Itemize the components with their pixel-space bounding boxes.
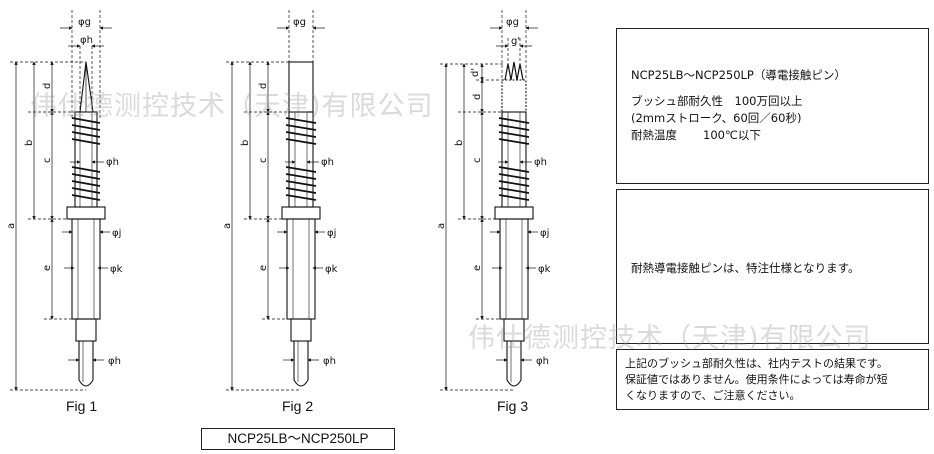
fig3-dim-d-prime: d' <box>470 68 481 77</box>
fig3-dim-a: a <box>436 223 447 229</box>
figure-2-label: Fig 2 <box>282 398 313 414</box>
figure-1-label: Fig 1 <box>66 398 97 414</box>
fig1-dim-c: c <box>42 158 53 164</box>
fig2-dim-d: d <box>258 83 269 89</box>
fig3-phi-g-label: φg <box>506 17 519 28</box>
fig3-phi-k-label: φk <box>538 264 551 275</box>
fig1-phi-k-label: φk <box>110 264 123 275</box>
note-line-3: くなりますので、ご注意ください。 <box>625 389 801 402</box>
fig3-dim-c: c <box>472 158 483 164</box>
fig3-dim-e: e <box>472 265 483 271</box>
fig3-dim-b: b <box>454 140 465 146</box>
fig3-phi-j-label: φj <box>540 228 549 239</box>
fig1-dim-d: d <box>42 83 53 89</box>
fig2-dim-a: a <box>222 223 233 229</box>
fig2-phi-k-label: φk <box>325 264 338 275</box>
spec-box: NCP25LB～NCP250LP（導電接触ピン） ブッシュ部耐久性 100万回以… <box>616 28 929 184</box>
fig2-phi-h-bottom-label: φh <box>323 356 336 367</box>
note-line-1: 上記のブッシュ部耐久性は、社内テストの結果です。 <box>625 357 888 370</box>
fig1-phi-h-bottom-label: φh <box>108 356 121 367</box>
fig2-dim-b: b <box>240 140 251 146</box>
heat-resistant-text: 耐熱導電接触ピンは、特注仕様となります。 <box>631 261 860 275</box>
durability-note: (2mmストローク、60回／60秒) <box>631 111 802 125</box>
heat-resistant-box: 耐熱導電接触ピンは、特注仕様となります。 <box>616 189 929 344</box>
fig1-phi-j-label: φj <box>112 228 121 239</box>
fig2-phi-h-mid-label: φh <box>321 157 334 168</box>
durability-value: 100万回以上 <box>734 94 803 108</box>
heat-row: 耐熱温度 100℃以下 <box>631 127 928 144</box>
figure-3-label: Fig 3 <box>497 398 528 414</box>
durability-row: ブッシュ部耐久性 100万回以上 <box>631 93 928 110</box>
watermark-bottom: 伟仕德测控技术（天津)有限公司 <box>468 323 872 354</box>
fig2-dim-c: c <box>258 158 269 164</box>
spec-title: NCP25LB～NCP250LP（導電接触ピン） <box>631 68 846 82</box>
durability-note-box: 上記のブッシュ部耐久性は、社内テストの結果です。 保証値ではありません。使用条件… <box>616 349 929 410</box>
fig1-phi-h-top-label: φh <box>80 35 93 46</box>
fig1-dim-e: e <box>42 265 53 271</box>
fig2-phi-g-label: φg <box>293 17 306 28</box>
fig3-phi-h-bottom-label: φh <box>536 356 549 367</box>
fig2-phi-j-label: φj <box>327 228 336 239</box>
fig1-phi-h-mid-label: φh <box>106 157 119 168</box>
durability-label: ブッシュ部耐久性 <box>631 94 723 108</box>
fig3-g-prime-label: g' <box>511 36 520 47</box>
fig1-dim-a: a <box>6 223 17 229</box>
fig1-phi-g-label: φg <box>78 17 91 28</box>
fig3-dim-d: d <box>472 94 483 100</box>
fig1-dim-b: b <box>24 140 35 146</box>
note-line-2: 保証値ではありません。使用条件によっては寿命が短 <box>625 373 888 386</box>
fig3-phi-h-mid-label: φh <box>534 157 547 168</box>
heat-value: 100℃以下 <box>703 128 761 142</box>
model-caption: NCP25LB～NCP250LP <box>201 428 395 450</box>
heat-label: 耐熱温度 <box>631 128 677 142</box>
fig2-dim-e: e <box>258 265 269 271</box>
watermark-top: 伟仕德测控技术（天津)有限公司 <box>30 91 434 122</box>
